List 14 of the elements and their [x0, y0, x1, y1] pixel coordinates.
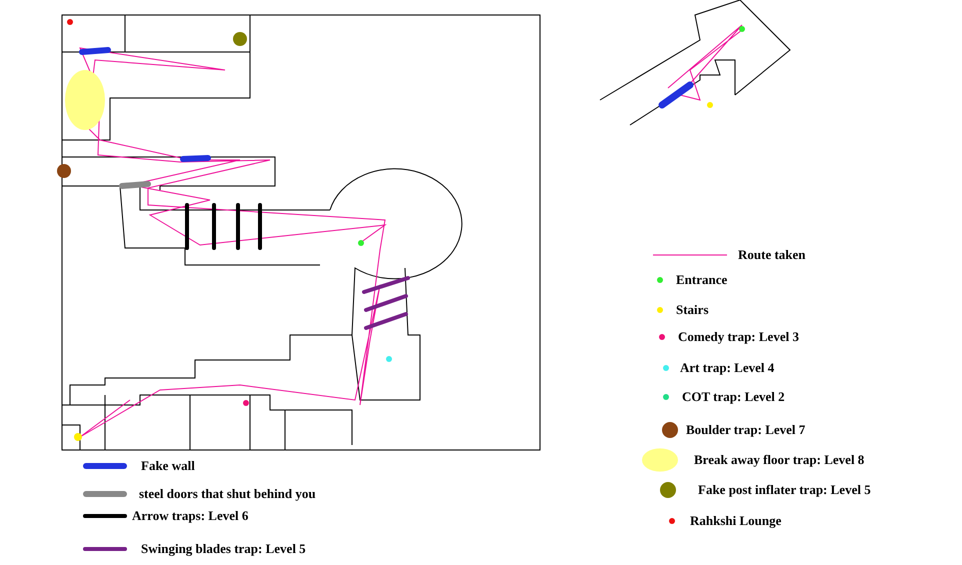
legend-label: Swinging blades trap: Level 5 [141, 541, 306, 557]
legend-label: Rahkshi Lounge [690, 513, 782, 529]
legend-label: Stairs [676, 302, 708, 318]
legend-label: Break away floor trap: Level 8 [694, 452, 864, 468]
legend-label: Route taken [738, 247, 806, 263]
legend-label: COT trap: Level 2 [682, 389, 785, 405]
legend-label: Arrow traps: Level 6 [132, 508, 248, 524]
legend-label: Art trap: Level 4 [680, 360, 774, 376]
legend-label: Fake wall [141, 458, 195, 474]
legend-label: steel doors that shut behind you [139, 486, 316, 502]
legend-label: Boulder trap: Level 7 [686, 422, 806, 438]
legend-label: Entrance [676, 272, 728, 288]
legend-label: Fake post inflater trap: Level 5 [698, 482, 871, 498]
legend-label: Comedy trap: Level 3 [678, 329, 799, 345]
